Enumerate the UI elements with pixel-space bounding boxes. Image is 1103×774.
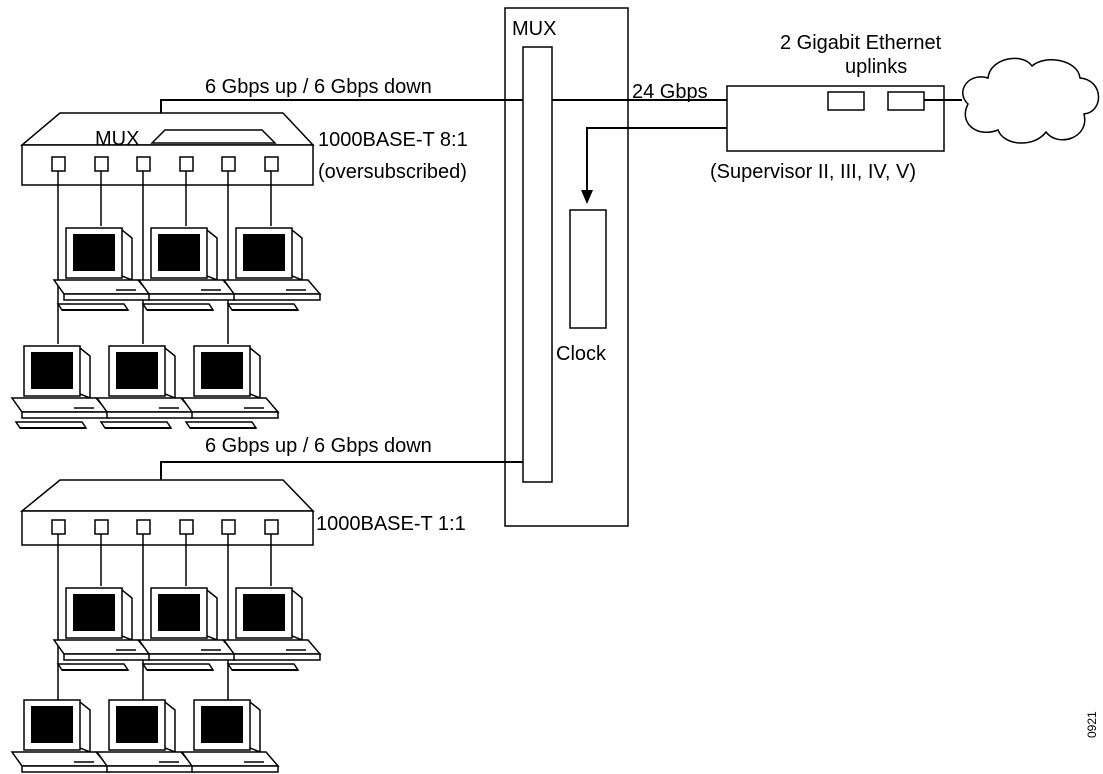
computer-icon [53, 227, 151, 311]
uplink-port-2 [887, 91, 925, 111]
hub-top: MUX [19, 112, 315, 186]
uplink-speed-label: 24 Gbps [632, 81, 708, 103]
cables-top [57, 171, 272, 344]
computer-icon [96, 699, 194, 774]
port-group-bottom [51, 519, 279, 535]
uplink-port-1 [827, 91, 865, 111]
link-bottom-label: 6 Gbps up / 6 Gbps down [205, 435, 432, 457]
clock-label: Clock [556, 343, 607, 365]
computer-icon [181, 345, 279, 429]
computer-icon [138, 587, 236, 671]
cables-bottom [57, 534, 272, 700]
clock-feed-arrowhead [581, 190, 593, 204]
mux-card-label: MUX [512, 18, 556, 40]
hub-top-label-line1: 1000BASE-T 8:1 [318, 129, 468, 151]
hub-bottom-label-line1: 1000BASE-T 1:1 [316, 513, 466, 535]
computer-icon [11, 345, 109, 429]
link-top-line [160, 99, 523, 113]
hub-top-label-line2: (oversubscribed) [318, 161, 467, 183]
figure-id: 0921 [1085, 711, 1099, 738]
supervisor-label: (Supervisor II, III, IV, V) [710, 161, 916, 183]
cloud-icon [962, 57, 1100, 144]
computer-icon [53, 587, 151, 671]
clock-feed-line [586, 127, 727, 192]
link-top-label: 6 Gbps up / 6 Gbps down [205, 76, 432, 98]
computer-icon [11, 699, 109, 774]
uplink-title-line2: uplinks [845, 56, 907, 78]
hub-top-display [150, 129, 277, 144]
computer-icon [96, 345, 194, 429]
computer-icon [181, 699, 279, 774]
hub-top-mux-label: MUX [95, 128, 139, 150]
mux-bar [522, 46, 553, 483]
link-bottom-line [160, 461, 523, 480]
uplink-title-line1: 2 Gigabit Ethernet [780, 32, 942, 54]
computer-icon [223, 587, 321, 671]
hub-bottom [19, 479, 315, 546]
computer-icon [138, 227, 236, 311]
clock-box [569, 209, 607, 329]
computer-icon [223, 227, 321, 311]
